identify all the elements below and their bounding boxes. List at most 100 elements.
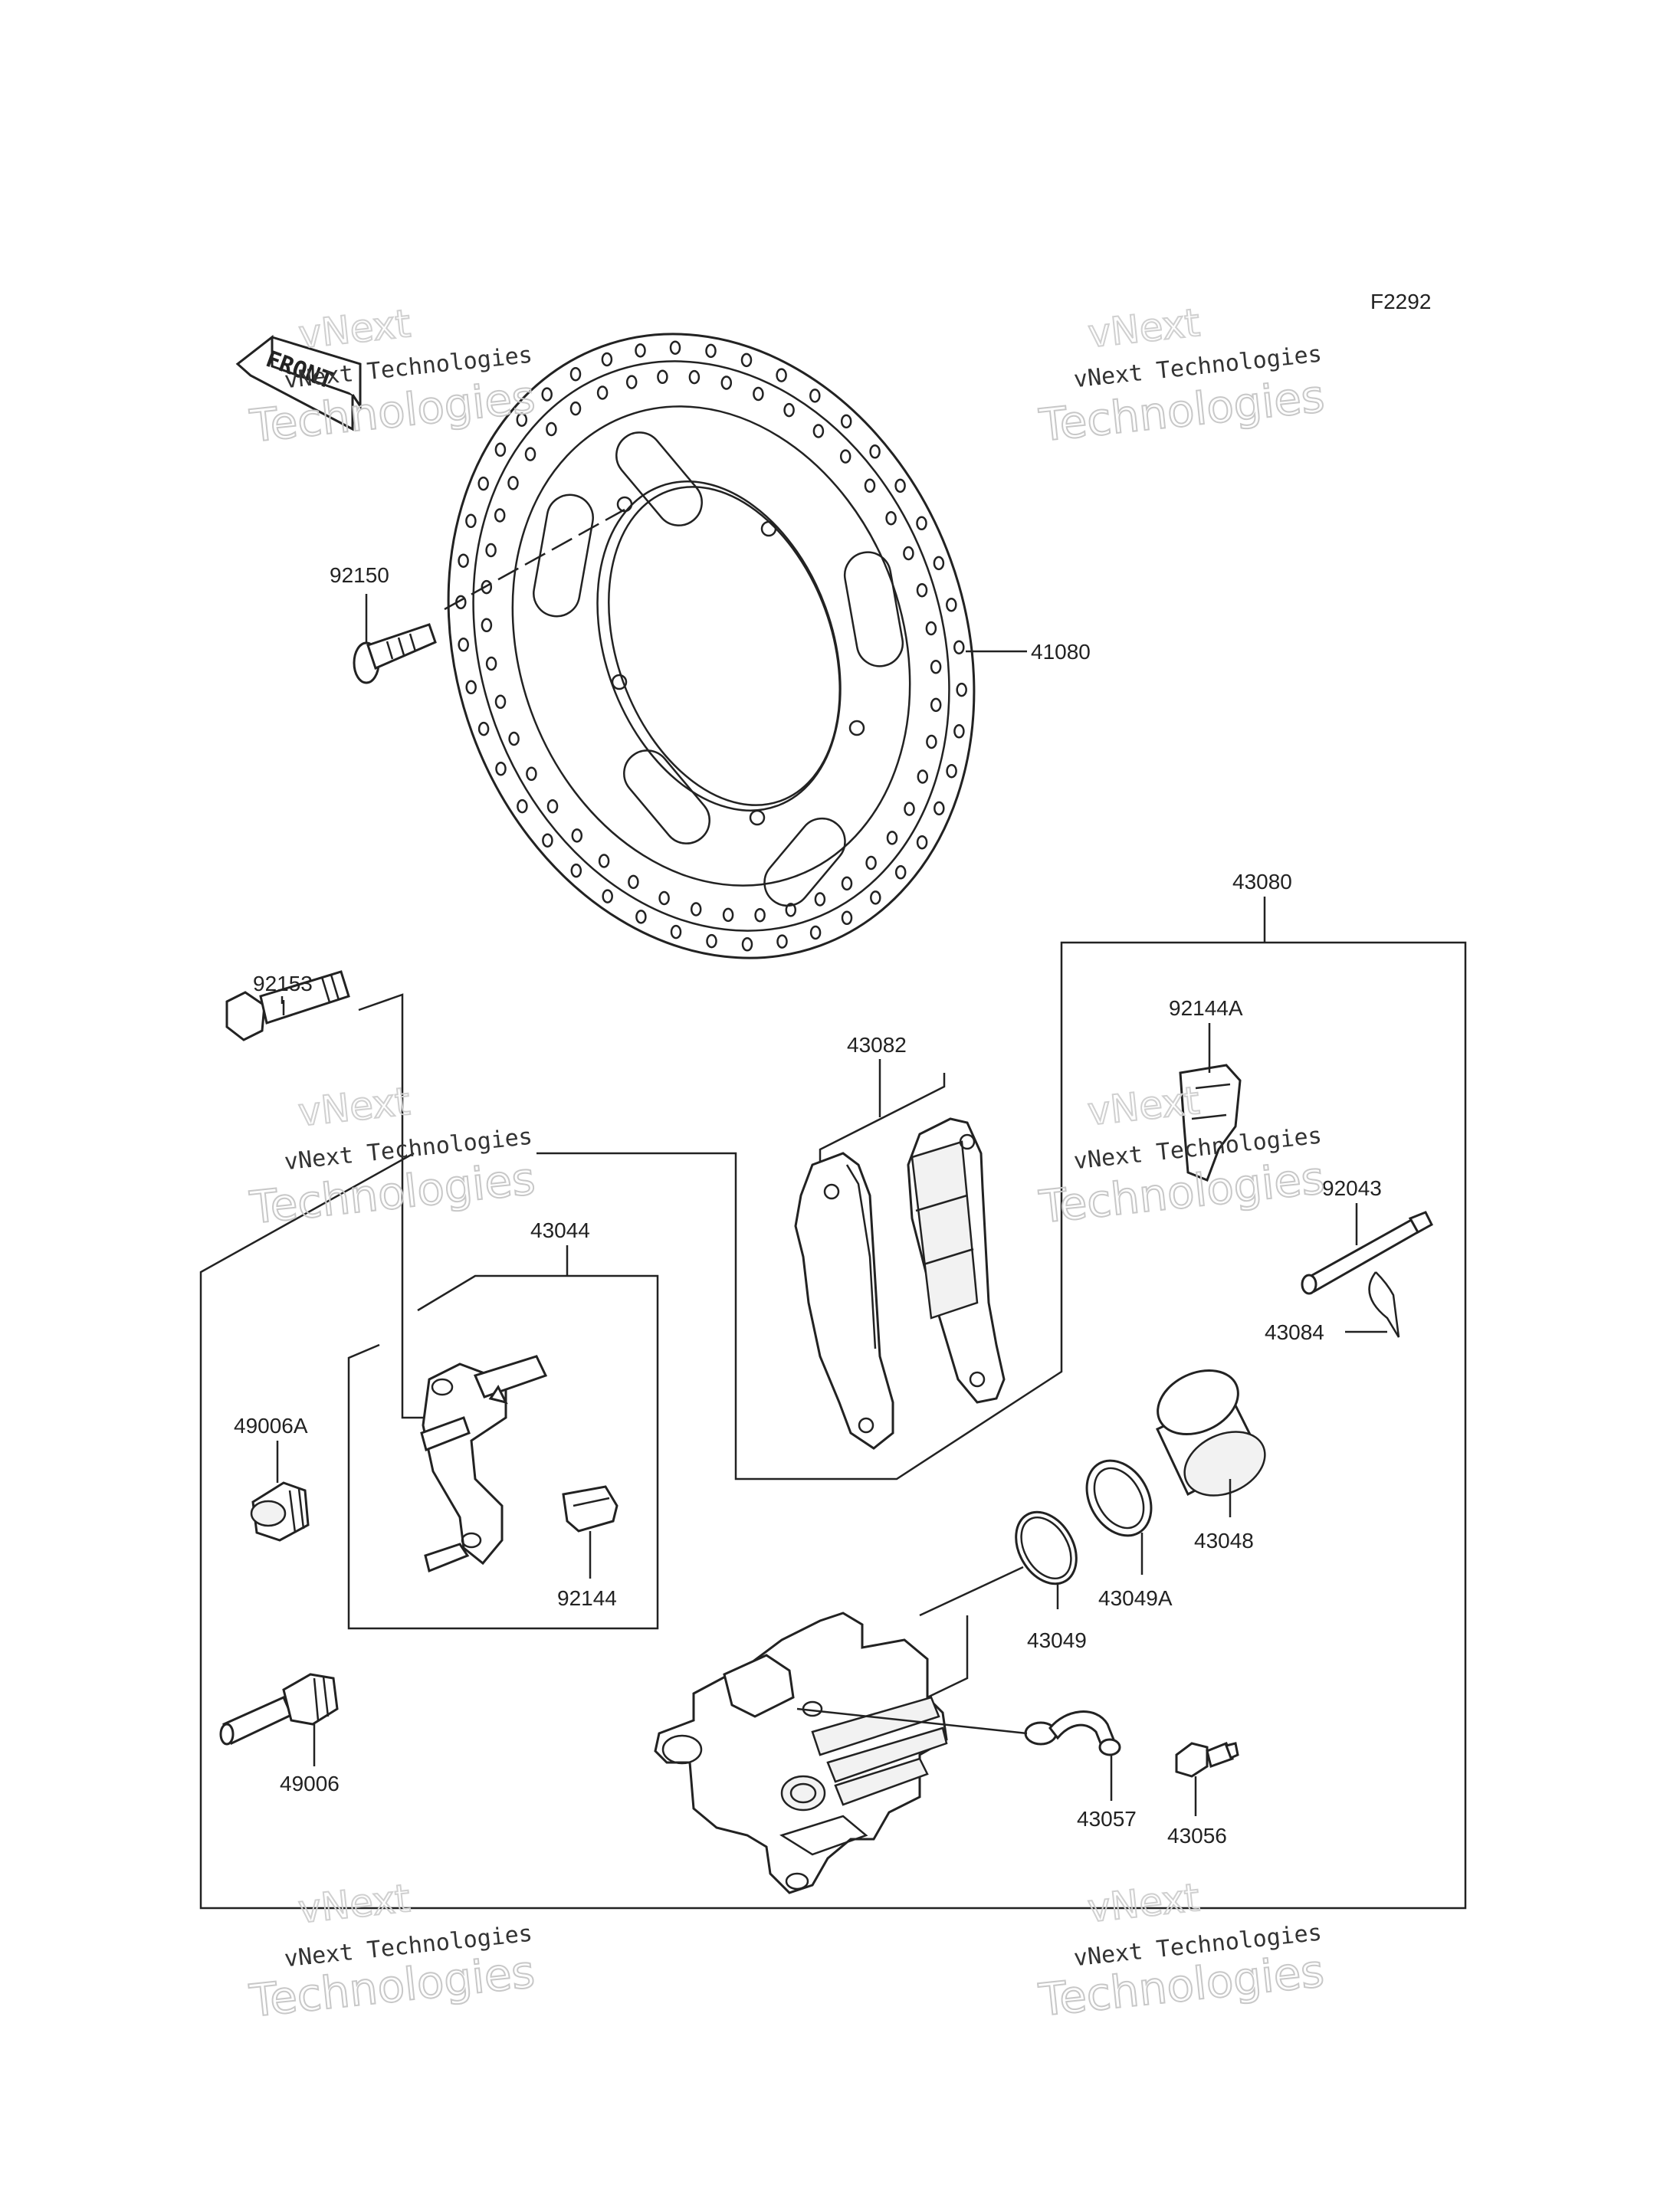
pad-spring-92144A xyxy=(1179,1064,1242,1182)
disc-hole xyxy=(524,447,536,461)
disc-hole xyxy=(785,903,797,917)
label-43049: 43049 xyxy=(1027,1628,1087,1652)
brake-disc-41080 xyxy=(447,333,976,959)
brake-pad-right xyxy=(907,1117,1006,1404)
disc-hole xyxy=(658,890,670,906)
disc-hole xyxy=(494,508,506,523)
disc-hole xyxy=(933,556,945,571)
disc-hole xyxy=(485,656,497,671)
disc-hole xyxy=(894,865,907,880)
disc-hole xyxy=(507,476,519,490)
watermark-mid-right: vNext Technologies vNext Technologies xyxy=(1036,1077,1328,1234)
disc-hole xyxy=(688,369,701,385)
disc-hole xyxy=(776,368,787,382)
disc-hole xyxy=(946,597,957,612)
svg-text:vNext: vNext xyxy=(1085,1875,1201,1931)
disc-hole xyxy=(465,680,477,695)
disc-hole xyxy=(477,721,490,736)
disc-hole xyxy=(485,543,497,558)
disc-hole xyxy=(753,386,764,402)
disc-hole xyxy=(894,478,906,494)
disc-hole xyxy=(517,798,528,814)
bleeder-valve-43056 xyxy=(1175,1742,1239,1778)
disc-hole xyxy=(839,449,851,464)
disc-hole xyxy=(741,937,753,952)
label-92150: 92150 xyxy=(330,563,389,587)
disc-hole xyxy=(669,340,681,355)
disc-hole xyxy=(926,734,937,749)
disc-hole xyxy=(841,910,853,926)
label-49006A: 49006A xyxy=(234,1414,308,1438)
label-43056: 43056 xyxy=(1167,1824,1227,1848)
disc-hole xyxy=(625,375,638,389)
label-43080: 43080 xyxy=(1232,870,1292,894)
disc-hole xyxy=(754,907,766,923)
label-43048: 43048 xyxy=(1194,1529,1254,1553)
disc-hole xyxy=(916,835,928,850)
label-43084: 43084 xyxy=(1265,1320,1324,1344)
disc-hole xyxy=(809,925,822,940)
label-92144A: 92144A xyxy=(1169,996,1243,1020)
disc-drilled-holes xyxy=(455,340,967,952)
disc-hole xyxy=(956,682,967,697)
disc-hole xyxy=(809,389,821,403)
disc-hole xyxy=(598,854,610,868)
disc-hole xyxy=(508,731,520,746)
disc-hole xyxy=(516,412,528,427)
disc-hole xyxy=(602,889,613,903)
disc-hole xyxy=(481,618,493,633)
disc-hole xyxy=(946,763,957,779)
disc-hole xyxy=(925,621,937,636)
disc-hole xyxy=(865,855,877,871)
disc-hole xyxy=(903,546,914,561)
disc-hole xyxy=(628,874,639,890)
disc-hole xyxy=(930,697,942,713)
watermark-bottom-left: vNext Technologies vNext Technologies xyxy=(246,1875,538,2028)
disc-hole xyxy=(776,934,788,949)
disc-hole xyxy=(481,579,493,595)
label-92144: 92144 xyxy=(557,1586,617,1610)
disc-hole xyxy=(870,890,881,905)
caliper-bracket xyxy=(420,1355,548,1573)
disc-hole xyxy=(569,401,582,416)
svg-text:vNext: vNext xyxy=(297,301,412,357)
disc-hole xyxy=(494,694,507,710)
disc-hole xyxy=(494,442,507,457)
disc-hole xyxy=(635,910,647,924)
disc-hole xyxy=(570,863,582,878)
disc-hole xyxy=(477,476,489,491)
disc-hole xyxy=(904,802,915,816)
watermark-top-left: vNext Technologies vNext Technologies xyxy=(247,300,539,453)
disc-hole xyxy=(670,924,682,939)
watermark-bottom-right: vNext Technologies vNext Technologies xyxy=(1035,1874,1327,2027)
disc-hole xyxy=(657,369,668,385)
dust-seal-43049A xyxy=(1085,1459,1153,1537)
disc-hole xyxy=(886,831,898,845)
brake-pad-left xyxy=(794,1152,894,1450)
disc-hole xyxy=(869,444,881,459)
label-92043: 92043 xyxy=(1322,1176,1382,1200)
disc-hole xyxy=(546,421,557,437)
disc-hole xyxy=(934,801,945,816)
piston-seal-43049 xyxy=(1015,1510,1078,1585)
label-43057: 43057 xyxy=(1077,1807,1137,1831)
clip-92144 xyxy=(562,1485,619,1533)
disc-hole xyxy=(635,343,646,358)
pin-clip-43084 xyxy=(1368,1271,1400,1338)
disc-hole xyxy=(720,375,733,390)
label-43049A: 43049A xyxy=(1098,1586,1173,1610)
disc-hole xyxy=(840,414,852,429)
piston-43048 xyxy=(1156,1369,1266,1497)
disc-hole xyxy=(541,387,553,402)
slide-pin-49006 xyxy=(219,1673,339,1746)
disc-hole xyxy=(569,366,582,382)
disc-hole xyxy=(705,343,717,359)
disc-hole xyxy=(953,724,965,739)
disc-hole xyxy=(596,385,609,400)
disc-hole xyxy=(930,659,942,674)
label-49006: 49006 xyxy=(280,1772,340,1795)
disc-hole xyxy=(783,402,795,418)
label-43082: 43082 xyxy=(847,1033,907,1057)
disc-hole xyxy=(885,510,897,526)
